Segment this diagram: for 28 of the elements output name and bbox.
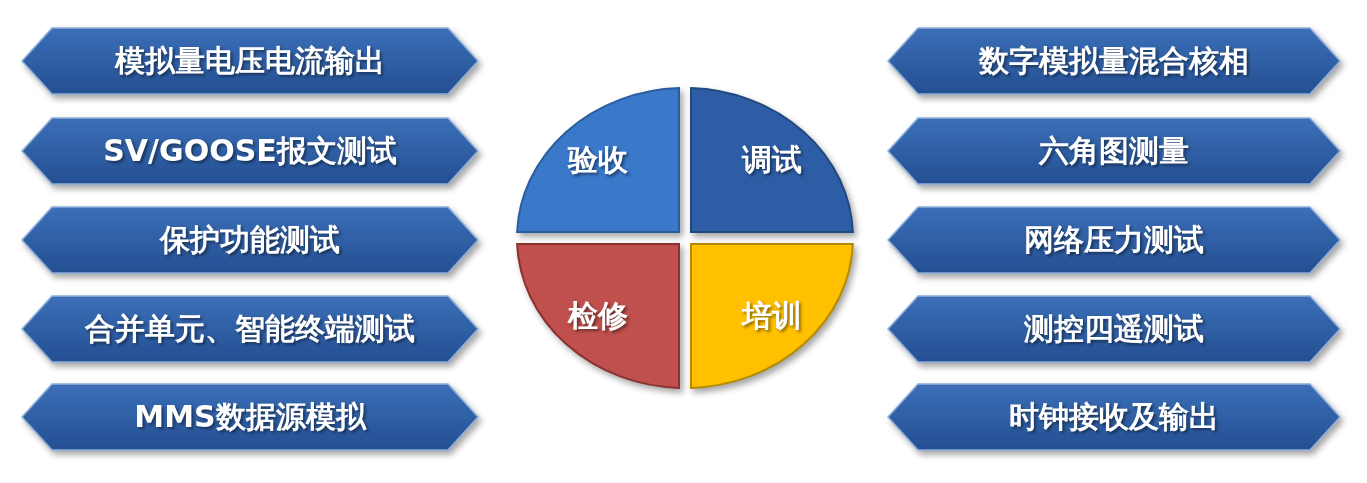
banner-label: 测控四遥测试 — [1023, 309, 1205, 348]
hexagon-banner — [888, 207, 1340, 273]
hexagon-banner — [888, 296, 1340, 362]
banner-label: 网络压力测试 — [1023, 220, 1205, 259]
segment-label: 验收 — [566, 140, 629, 179]
segment-label: 检修 — [566, 296, 629, 335]
quadrant-segment — [517, 88, 679, 232]
hexagon-banner — [22, 118, 478, 184]
segment-label: 培训 — [740, 296, 803, 335]
hexagon-banner — [22, 296, 478, 362]
banner-label: 数字模拟量混合核相 — [977, 41, 1250, 80]
banner-label: 六角图测量 — [1037, 131, 1190, 170]
hexagon-banner — [888, 28, 1340, 94]
quadrant-segment — [691, 88, 853, 232]
banner-label: 保护功能测试 — [158, 220, 341, 259]
hexagon-banner — [888, 384, 1340, 450]
hexagon-banner — [22, 28, 478, 94]
hexagon-banner — [888, 118, 1340, 184]
segment-label: 调试 — [740, 140, 803, 179]
banner-label: 合并单元、智能终端测试 — [83, 309, 416, 348]
banner-label: MMS数据源模拟 — [133, 397, 368, 436]
hexagon-banner — [22, 384, 478, 450]
quadrant-segment — [517, 244, 679, 388]
hexagon-banner — [22, 207, 478, 273]
banner-label: SV/GOOSE报文测试 — [102, 131, 398, 170]
banner-label: 模拟量电压电流输出 — [113, 41, 386, 80]
banner-label: 时钟接收及输出 — [1008, 397, 1220, 436]
quadrant-segment — [691, 244, 853, 388]
